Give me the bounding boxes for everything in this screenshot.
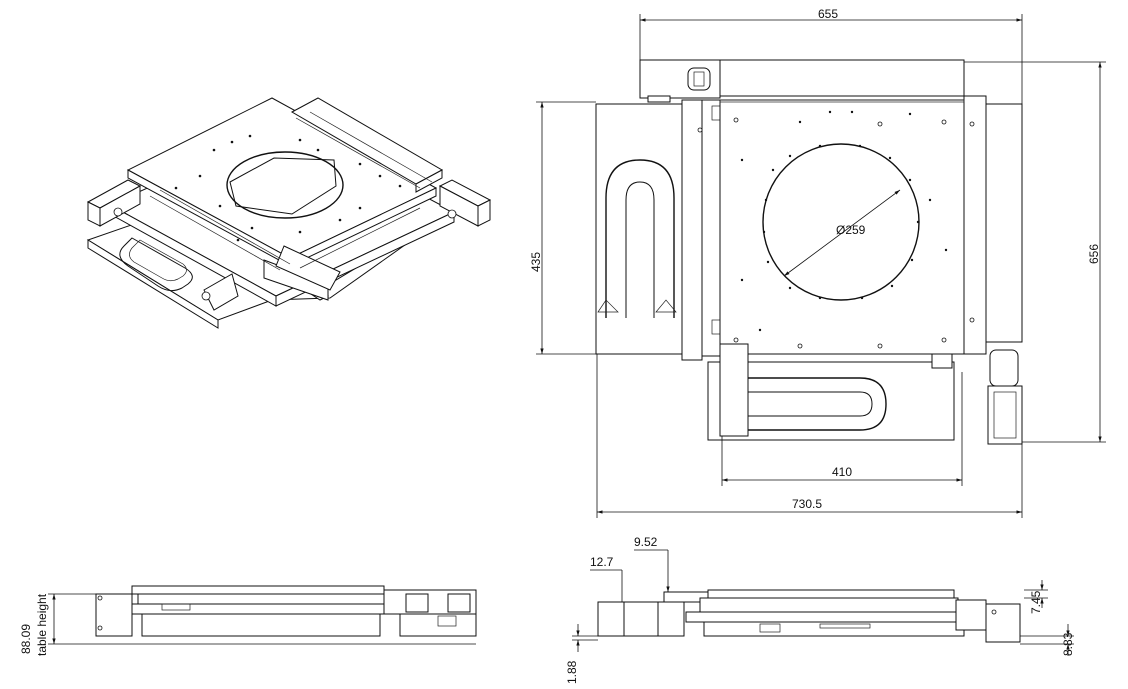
dim-aperture: Ø259 <box>836 223 866 237</box>
iso-racetrack-slot <box>119 237 193 292</box>
dim-12-7: 12.7 <box>590 555 614 569</box>
top-bottom-cable-loop <box>742 377 887 431</box>
dim-table-height: table height <box>35 593 49 656</box>
top-left-cable-loop <box>605 159 675 318</box>
side-view: 88.09 table height <box>19 585 477 656</box>
dim-656: 656 <box>1087 244 1101 264</box>
iso-aperture <box>226 151 344 219</box>
dim-435: 435 <box>529 252 543 272</box>
dim-88-09: 88.09 <box>19 624 33 654</box>
top-view: 655 435 656 Ø259 410 730.5 <box>529 7 1106 518</box>
dim-410: 410 <box>832 465 852 479</box>
dim-8-83: 8.83 <box>1061 632 1075 656</box>
dim-9-52: 9.52 <box>634 535 658 549</box>
dim-7-45: 7.45 <box>1029 590 1043 614</box>
dim-730-5: 730.5 <box>792 497 822 511</box>
front-view: 12.7 9.52 7.45 8.83 1.88 <box>565 535 1075 684</box>
isometric-view <box>86 97 492 329</box>
dim-1-88: 1.88 <box>565 660 579 684</box>
dim-655: 655 <box>818 7 838 21</box>
